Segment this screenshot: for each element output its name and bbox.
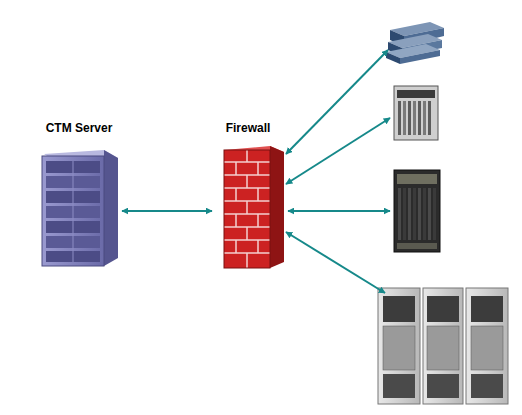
- wall-front: [224, 150, 270, 268]
- node-label: CTM Server: [36, 120, 122, 136]
- device-links: [286, 50, 390, 293]
- node-label: Firewall: [212, 120, 284, 136]
- server-divider: [73, 161, 74, 262]
- firewall-node: Firewall: [212, 120, 284, 302]
- server-illustration: [42, 150, 118, 266]
- rack-cluster-illustration: [378, 288, 508, 404]
- device-link: [286, 50, 388, 154]
- connector-arrow: [122, 210, 212, 212]
- wall-outline: [224, 150, 270, 268]
- switch-chassis-illustration: [394, 86, 438, 140]
- firewall-illustration: [224, 146, 284, 268]
- device-link: [286, 232, 385, 293]
- router-stack-illustration: [386, 22, 444, 64]
- router-chassis-illustration: [394, 170, 440, 252]
- device-link: [288, 210, 390, 212]
- wall-mortar: [224, 150, 270, 268]
- server-front: [42, 156, 104, 266]
- wall-side: [270, 146, 284, 268]
- device-link: [286, 118, 390, 184]
- server-node: CTM Server: [36, 120, 122, 302]
- server-side: [104, 150, 118, 266]
